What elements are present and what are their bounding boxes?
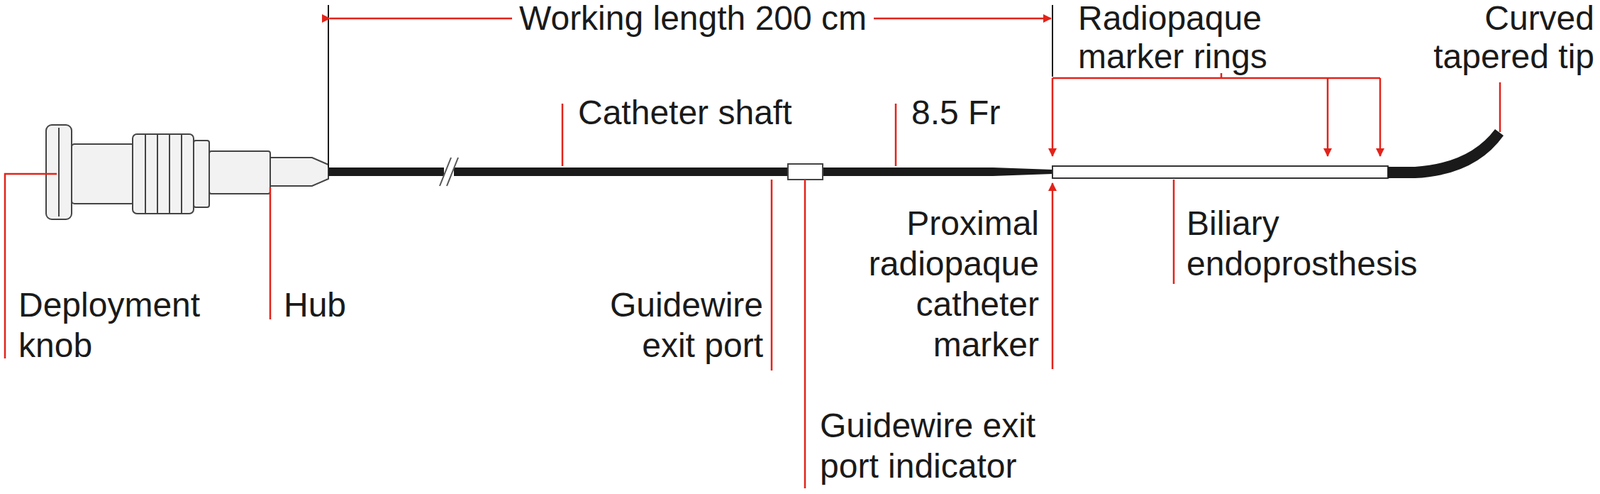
curved-tip [1387, 129, 1504, 179]
part-label: Guidewire exit port [607, 284, 764, 366]
part-label: Proximal radiopaque catheter marker [865, 202, 1040, 365]
leader-lines [4, 18, 1500, 488]
dimension-label: 8.5 Fr [911, 92, 1000, 133]
exit-port-indicator [787, 163, 823, 180]
part-label: Guidewire exit port indicator [819, 404, 1039, 486]
hub [270, 157, 329, 186]
part-label: Biliary endoprosthesis [1186, 202, 1420, 284]
part-label: Radiopaque marker rings [1078, 0, 1270, 76]
deployment-knob [46, 124, 271, 220]
dimension-label: Working length 200 cm [512, 0, 874, 37]
shaft-break [439, 157, 459, 186]
dimension-tick [1051, 4, 1054, 77]
stent [1052, 165, 1388, 179]
part-label: Hub [283, 284, 347, 325]
part-label: Catheter shaft [578, 92, 793, 133]
part-label: Deployment knob [18, 284, 203, 366]
catheter-shaft [328, 167, 1053, 176]
part-label: Curved tapered tip [1431, 0, 1595, 76]
dimension-tick [327, 4, 330, 168]
